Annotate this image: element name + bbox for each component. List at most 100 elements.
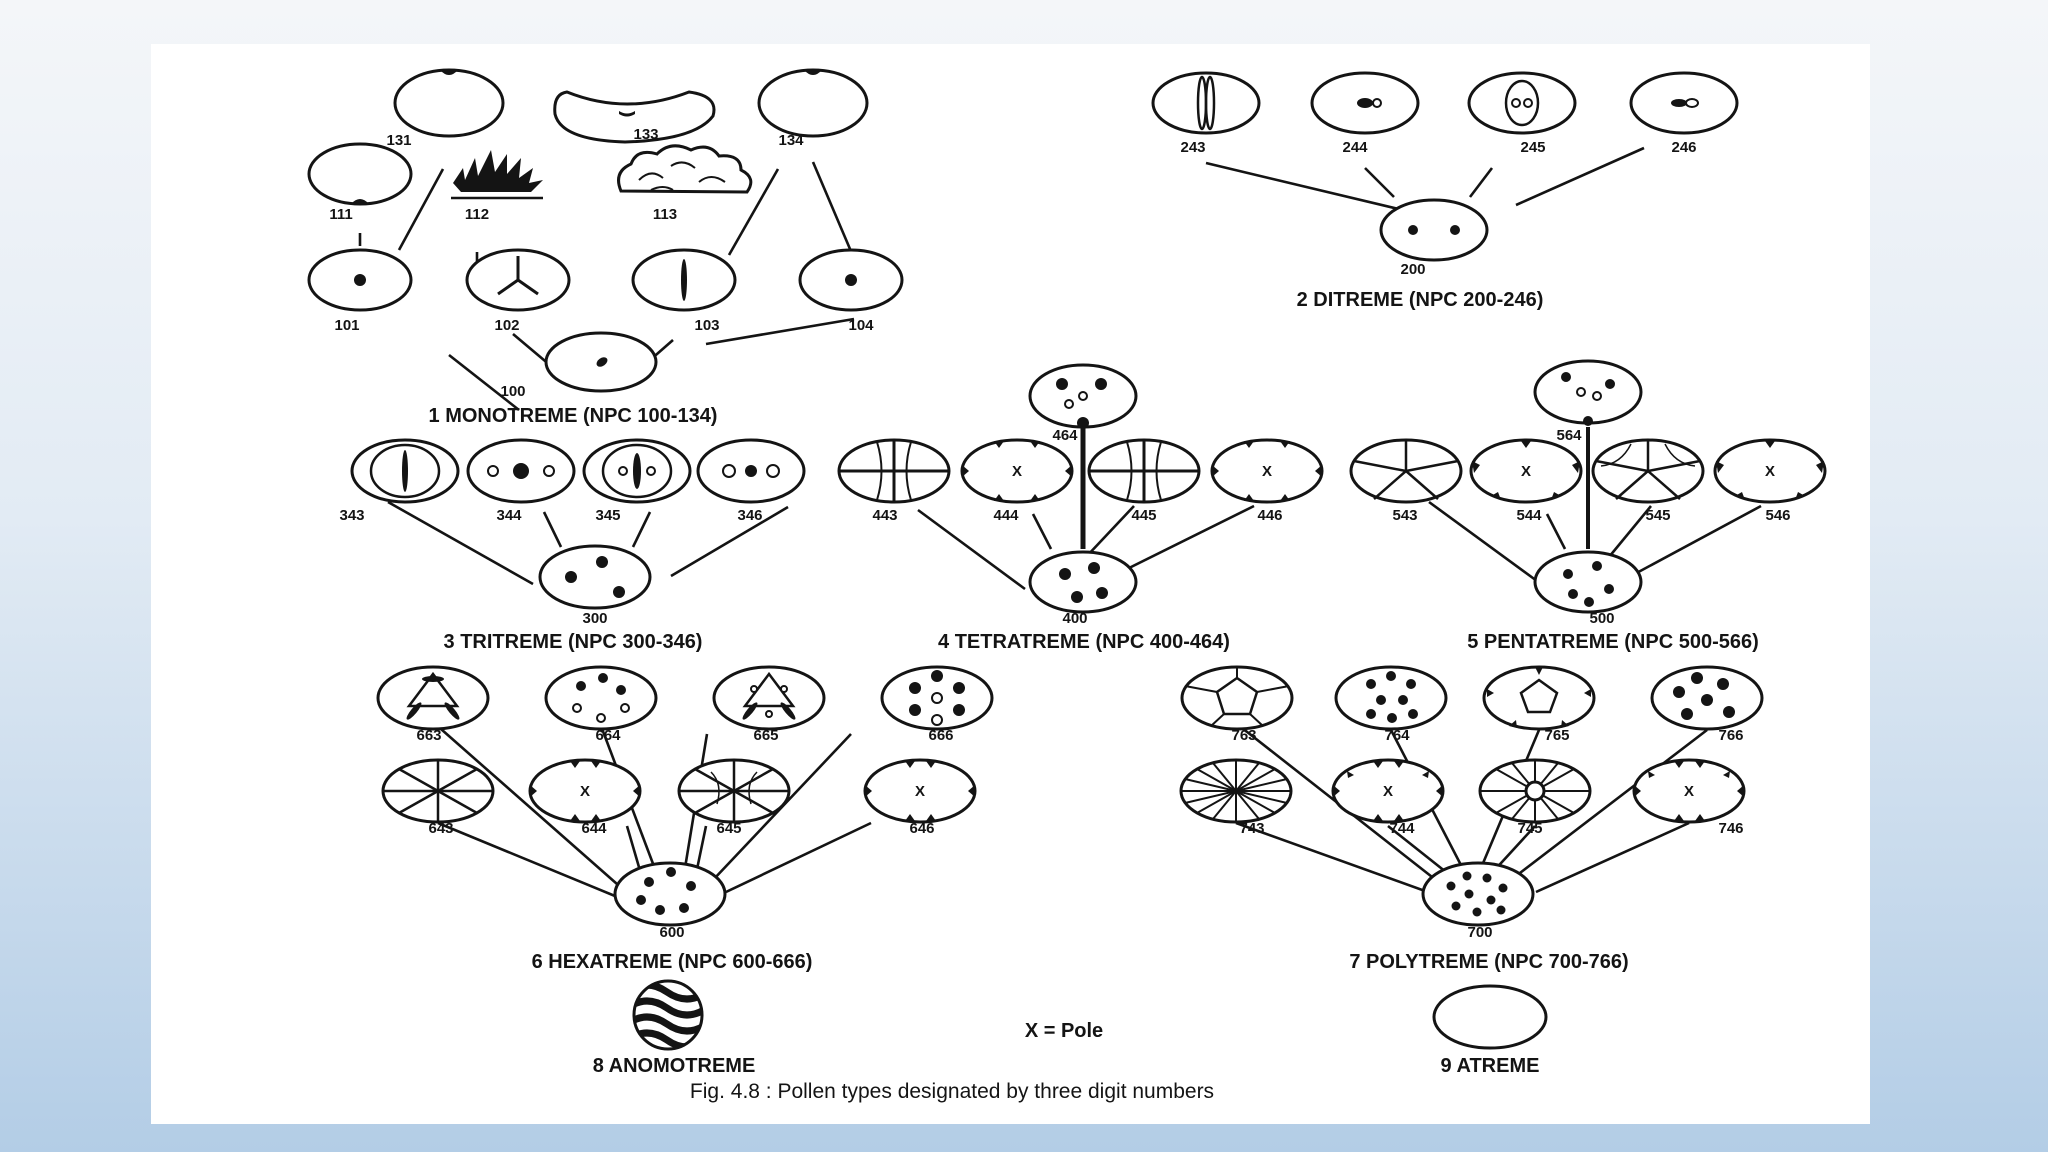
label-666: 666: [928, 727, 953, 744]
label-134: 134: [778, 132, 804, 149]
pollen-113: [617, 144, 753, 194]
pollen-444: X: [960, 438, 1074, 504]
pollen-type-diagram: 100 101 102 103 104 111 112 113 131 133 …: [307, 68, 1827, 1103]
pollen-246: [1629, 71, 1739, 135]
pollen-104: [798, 248, 904, 312]
caption-monotreme: 1 MONOTREME (NPC 100-134): [429, 405, 718, 427]
pollen-500: [1533, 550, 1643, 614]
numbers-g1: 100 101 102 103 104 111 112 113 131 133 …: [329, 126, 874, 400]
label-763: 763: [1231, 727, 1256, 744]
pole-mark: X: [1012, 463, 1022, 480]
pollen-464: [1028, 363, 1138, 429]
pole-mark: X: [1262, 463, 1272, 480]
caption-ditreme: 2 DITREME (NPC 200-246): [1297, 289, 1544, 311]
label-464: 464: [1052, 427, 1078, 444]
pole-mark: X: [1383, 783, 1393, 800]
pollen-111: [307, 142, 413, 206]
label-246: 246: [1671, 139, 1696, 156]
label-643: 643: [428, 820, 453, 837]
pollen-564: [1533, 359, 1643, 426]
label-444: 444: [993, 507, 1019, 524]
pollen-746: X: [1632, 758, 1746, 824]
label-101: 101: [334, 317, 359, 334]
pollen-544: X: [1469, 438, 1583, 504]
pollen-200: [1379, 198, 1489, 262]
label-133: 133: [633, 126, 658, 143]
pollen-543: [1349, 438, 1463, 504]
label-545: 545: [1645, 507, 1670, 524]
label-113: 113: [653, 206, 677, 223]
pollen-646: X: [863, 758, 977, 824]
label-766: 766: [1718, 727, 1743, 744]
label-102: 102: [494, 317, 519, 334]
pole-mark: X: [1521, 463, 1531, 480]
pollen-645: [677, 758, 791, 824]
group-atreme: 9 ATREME: [1432, 984, 1548, 1077]
label-103: 103: [694, 317, 719, 334]
pollen-664: [544, 665, 658, 731]
caption-tetratreme: 4 TETRATREME (NPC 400-464): [938, 631, 1230, 653]
pollen-445: [1087, 438, 1201, 504]
label-546: 546: [1765, 507, 1790, 524]
caption-hexatreme: 6 HEXATREME (NPC 600-666): [532, 951, 813, 973]
label-543: 543: [1392, 507, 1417, 524]
group-hexatreme: X X: [376, 665, 994, 973]
pollen-345: [582, 438, 692, 504]
label-743: 743: [1239, 820, 1264, 837]
numbers-g6: 600 663 664 665 666 643 644 645 646: [416, 727, 953, 941]
label-745: 745: [1517, 820, 1542, 837]
label-663: 663: [416, 727, 441, 744]
pollen-546: X: [1713, 438, 1827, 504]
label-345: 345: [595, 507, 620, 524]
pollen-112: [451, 150, 543, 200]
numbers-g2: 200 243 244 245 246: [1180, 139, 1696, 278]
pollen-745: [1478, 758, 1592, 824]
label-131: 131: [386, 132, 411, 149]
pollen-665: [712, 665, 826, 731]
connectors: [1428, 427, 1762, 583]
group-monotreme: 100 101 102 103 104 111 112 113 131 133 …: [307, 68, 904, 427]
caption-pentatreme: 5 PENTATREME (NPC 500-566): [1467, 631, 1759, 653]
label-344: 344: [496, 507, 522, 524]
figure-caption: Fig. 4.8 : Pollen types designated by th…: [690, 1080, 1214, 1103]
label-644: 644: [581, 820, 607, 837]
pollen-766: [1650, 665, 1764, 731]
pollen-545: [1591, 438, 1705, 504]
label-443: 443: [872, 507, 897, 524]
label-243: 243: [1180, 139, 1205, 156]
numbers-g4: 400 464 443 444 445 446: [872, 427, 1282, 627]
pollen-643: [381, 758, 495, 824]
label-446: 446: [1257, 507, 1282, 524]
label-746: 746: [1718, 820, 1743, 837]
label-664: 664: [595, 727, 621, 744]
connectors: [358, 161, 855, 412]
pollen-103: [631, 248, 737, 312]
connectors: [917, 427, 1255, 591]
label-500: 500: [1589, 610, 1614, 627]
pollen-346: [696, 438, 806, 504]
pollen-102: [465, 248, 571, 312]
pollen-244: [1310, 71, 1420, 135]
label-665: 665: [753, 727, 778, 744]
group-tritreme: 300 343 344 345 346 3 TRITREME (NPC 300-…: [339, 438, 806, 653]
pole-mark: X: [1765, 463, 1775, 480]
label-200: 200: [1400, 261, 1425, 278]
label-765: 765: [1544, 727, 1569, 744]
pollen-744: X: [1331, 758, 1445, 824]
connectors: [387, 500, 789, 586]
label-600: 600: [659, 924, 684, 941]
caption-atreme: 9 ATREME: [1441, 1055, 1540, 1077]
group-tetratreme: X X 4: [837, 363, 1324, 653]
label-112: 112: [465, 206, 489, 223]
label-544: 544: [1516, 507, 1542, 524]
pollen-644-body: X: [528, 758, 642, 824]
label-245: 245: [1520, 139, 1545, 156]
pollen-600: [613, 861, 727, 927]
pollen-134: [757, 68, 869, 138]
label-244: 244: [1342, 139, 1368, 156]
pollen-700: [1421, 861, 1535, 927]
label-700: 700: [1467, 924, 1492, 941]
group-ditreme: 200 243 244 245 246 2 DITREME (NPC 200-2…: [1151, 71, 1739, 311]
pollen-443: [837, 438, 951, 504]
label-346: 346: [737, 507, 762, 524]
